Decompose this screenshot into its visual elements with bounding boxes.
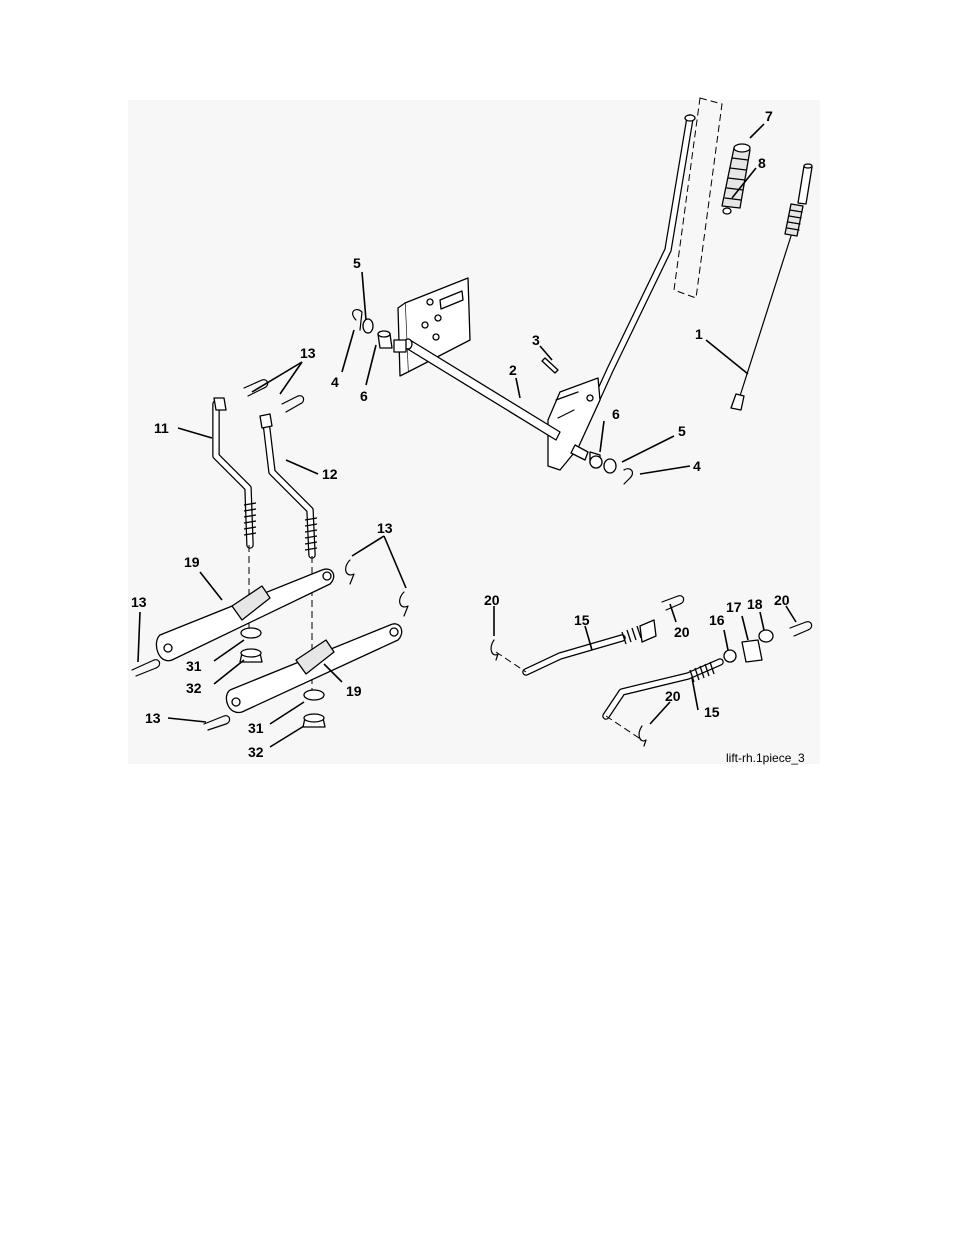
washer xyxy=(241,628,261,638)
callout-15: 15 xyxy=(704,704,720,720)
callout-4: 4 xyxy=(331,374,339,390)
callout-15: 15 xyxy=(574,612,590,628)
callout-5: 5 xyxy=(353,255,361,271)
callout-20: 20 xyxy=(665,688,681,704)
callout-11: 11 xyxy=(154,420,169,436)
button xyxy=(723,208,731,214)
callout-8: 8 xyxy=(758,155,766,171)
callout-2: 2 xyxy=(509,362,517,378)
callout-20: 20 xyxy=(484,592,500,608)
callout-18: 18 xyxy=(747,596,763,612)
nut-18 xyxy=(759,630,773,642)
callout-16: 16 xyxy=(709,612,725,628)
callout-17: 17 xyxy=(726,599,742,615)
callout-6: 6 xyxy=(612,406,620,422)
callout-13: 13 xyxy=(300,345,316,361)
callout-20: 20 xyxy=(674,624,690,640)
callout-32: 32 xyxy=(248,744,264,760)
figure-caption: lift-rh.1piece_3 xyxy=(726,751,805,765)
callout-12: 12 xyxy=(322,466,338,482)
callout-7: 7 xyxy=(765,108,773,124)
callout-1: 1 xyxy=(695,326,703,342)
washer xyxy=(304,690,324,700)
washer-16 xyxy=(724,650,736,662)
callout-31: 31 xyxy=(248,720,264,736)
callout-32: 32 xyxy=(186,680,202,696)
trunnion-17 xyxy=(742,640,762,662)
callout-3: 3 xyxy=(532,332,540,348)
callout-13: 13 xyxy=(145,710,161,726)
callout-13: 13 xyxy=(377,520,393,536)
callout-19: 19 xyxy=(184,554,200,570)
callout-19: 19 xyxy=(346,683,362,699)
callout-5: 5 xyxy=(678,423,686,439)
callout-4: 4 xyxy=(693,458,701,474)
callout-6: 6 xyxy=(360,388,368,404)
callout-20: 20 xyxy=(774,592,790,608)
callout-31: 31 xyxy=(186,658,202,674)
callout-13: 13 xyxy=(131,594,147,610)
